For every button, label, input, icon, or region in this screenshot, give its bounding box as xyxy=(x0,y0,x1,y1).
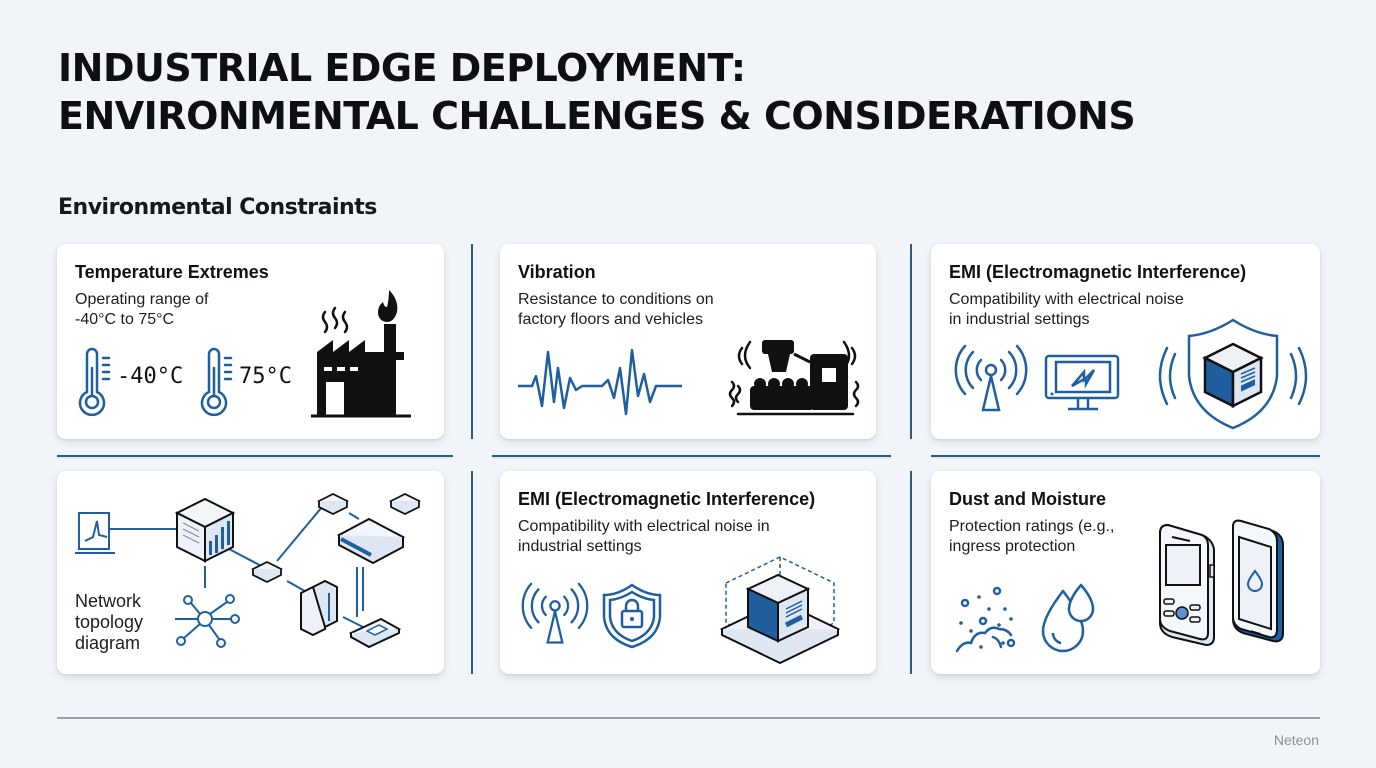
card-description: Compatibility with electrical noise in i… xyxy=(518,518,770,555)
laptop-icon xyxy=(75,512,115,554)
network-topology-diagram xyxy=(75,492,422,649)
column-divider xyxy=(471,244,473,439)
section-title: Environmental Constraints xyxy=(58,195,377,220)
vibrating-machine-icon xyxy=(728,340,860,416)
row-divider xyxy=(931,455,1320,457)
card-description: Operating range of -40°C to 75°C xyxy=(75,291,209,328)
card-emi-bottom: EMI (Electromagnetic Interference) Compa… xyxy=(500,471,876,674)
page-title-line-1: INDUSTRIAL EDGE DEPLOYMENT: xyxy=(58,46,746,90)
card-title: Vibration xyxy=(518,262,596,282)
card-emi-top: EMI (Electromagnetic Interference) Compa… xyxy=(931,244,1320,439)
hub-icon xyxy=(175,594,240,648)
antenna-icon xyxy=(521,582,589,644)
column-divider xyxy=(910,244,912,439)
row-divider xyxy=(492,455,891,457)
card-description: Compatibility with electrical noise in i… xyxy=(949,291,1184,328)
card-dust-moisture: Dust and Moisture Protection ratings (e.… xyxy=(931,471,1320,674)
column-divider xyxy=(471,471,473,674)
antenna-icon xyxy=(954,344,1028,412)
thermometer-icon xyxy=(78,347,111,417)
card-description: Resistance to conditions on factory floo… xyxy=(518,291,714,328)
rugged-phone-icon xyxy=(1159,523,1215,647)
card-network-topology: Network topology diagram xyxy=(57,471,444,674)
shield-lock-icon xyxy=(602,583,662,649)
page-title: INDUSTRIAL EDGE DEPLOYMENT: ENVIRONMENTA… xyxy=(58,44,1136,140)
card-description: Protection ratings (e.g., ingress protec… xyxy=(949,518,1115,555)
thermometer-icon xyxy=(200,347,233,417)
handheld-device-icon xyxy=(348,617,402,649)
server-rack-icon xyxy=(300,579,338,637)
factory-icon xyxy=(311,290,411,418)
row-divider xyxy=(57,455,453,457)
low-temp-label: -40°C xyxy=(117,364,184,389)
card-title: EMI (Electromagnetic Interference) xyxy=(949,262,1247,282)
shielded-device-icon xyxy=(1158,318,1308,430)
rugged-tablet-icon xyxy=(1232,519,1284,643)
card-temperature-extremes: Temperature Extremes Operating range of … xyxy=(57,244,444,439)
card-vibration: Vibration Resistance to conditions on fa… xyxy=(500,244,876,439)
card-title: Temperature Extremes xyxy=(75,262,269,282)
enclosed-device-icon xyxy=(719,556,841,665)
card-title: EMI (Electromagnetic Interference) xyxy=(518,489,816,509)
water-drops-icon xyxy=(1041,583,1095,653)
waveform-icon xyxy=(518,348,682,416)
high-temp-label: 75°C xyxy=(239,364,292,389)
page-title-line-2: ENVIRONMENTAL CHALLENGES & CONSIDERATION… xyxy=(58,94,1136,138)
card-title: Dust and Moisture xyxy=(949,489,1107,509)
footer-divider xyxy=(57,717,1320,719)
network-topology-label: Network topology diagram xyxy=(75,591,144,653)
monitor-lightning-icon xyxy=(1044,354,1120,411)
switch-icon xyxy=(250,492,422,584)
dust-icon xyxy=(955,586,1016,653)
footer-brand: Neteon xyxy=(1273,732,1319,748)
server-cube-icon xyxy=(174,497,236,563)
column-divider xyxy=(910,471,912,674)
